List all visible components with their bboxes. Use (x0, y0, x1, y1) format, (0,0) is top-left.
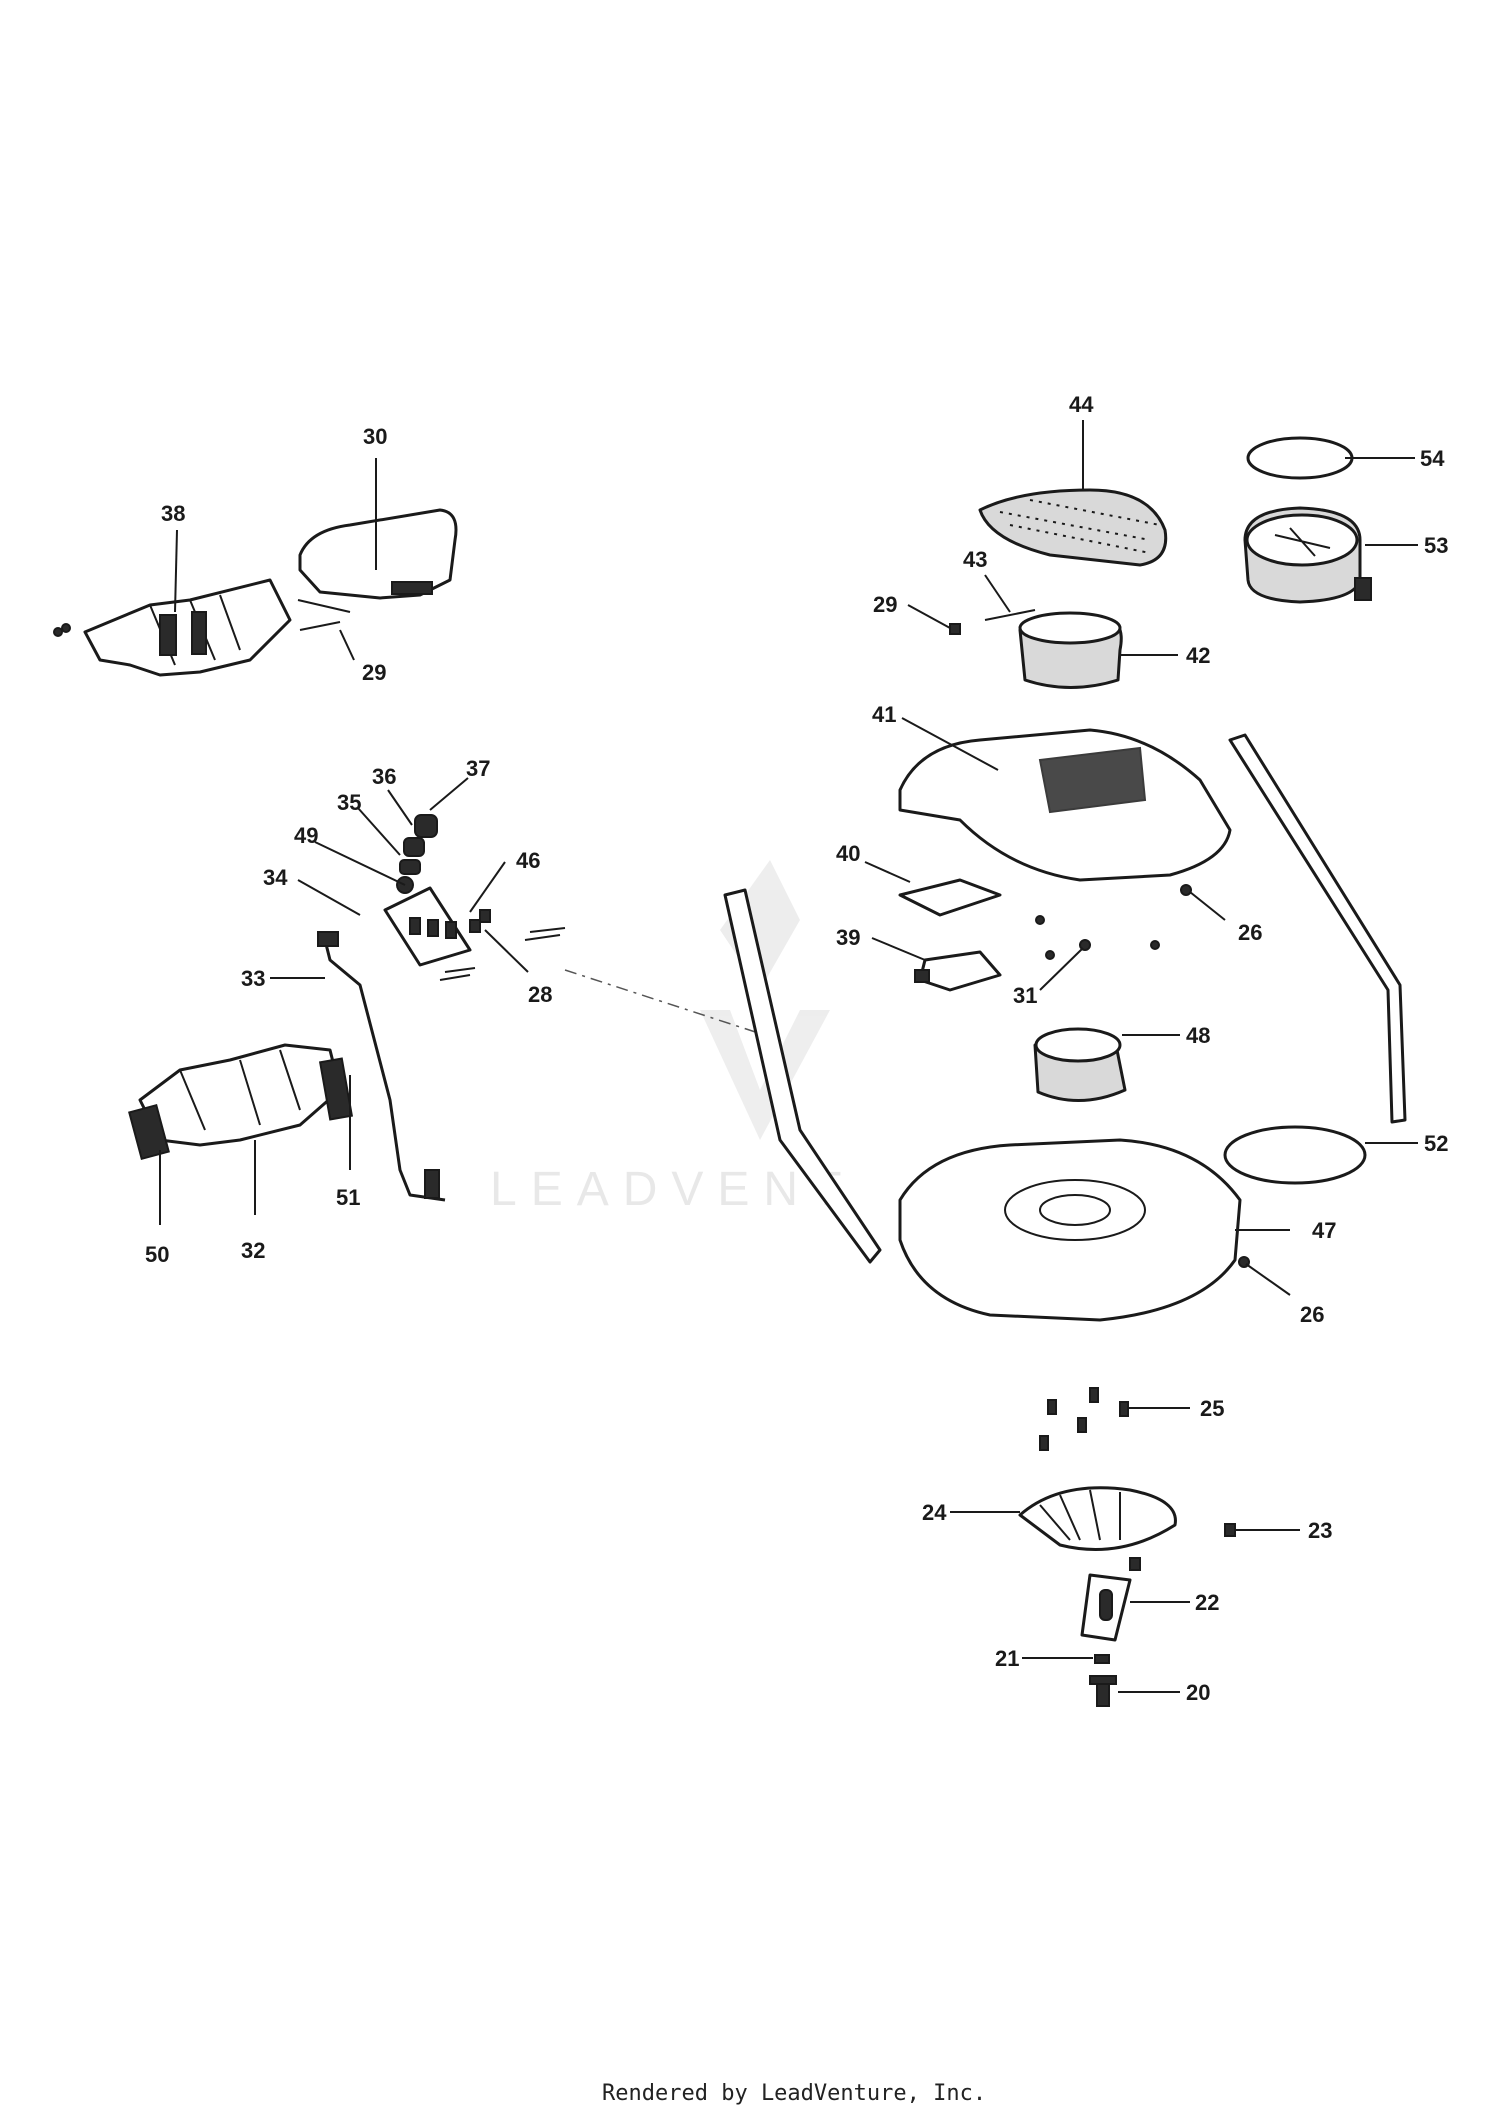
callout-40: 40 (836, 841, 860, 866)
part-30-cover (297, 508, 458, 613)
callout-28: 28 (528, 982, 552, 1007)
callout-22: 22 (1195, 1590, 1219, 1615)
part-41-top-housing (898, 728, 1232, 882)
callout-26-top: 26 (1238, 920, 1262, 945)
callout-21: 21 (995, 1646, 1019, 1671)
callout-33: 33 (241, 966, 265, 991)
part-33-cable (317, 931, 446, 1202)
part-28-switch-plate (383, 886, 566, 981)
fasteners (1035, 884, 1250, 1707)
part-54-ring (1246, 436, 1354, 480)
part-50-51-strips (128, 1057, 354, 1161)
dashed-connector (564, 969, 781, 1041)
callout-41: 41 (872, 702, 896, 727)
callout-23: 23 (1308, 1518, 1332, 1543)
callout-46: 46 (516, 848, 540, 873)
callout-39: 39 (836, 925, 860, 950)
part-43-rod (984, 609, 1036, 621)
callout-47: 47 (1312, 1218, 1336, 1243)
part-29-pin (299, 621, 341, 631)
callout-29-top: 29 (873, 592, 897, 617)
part-38-bracket (53, 578, 292, 677)
callout-43: 43 (963, 547, 987, 572)
callout-37: 37 (466, 756, 490, 781)
callout-numbers: 44 54 53 30 38 43 29 29 42 41 36 37 35 4… (145, 392, 1448, 1705)
callout-32: 32 (241, 1238, 265, 1263)
part-40-39-assembly (898, 878, 1002, 992)
callout-52: 52 (1424, 1131, 1448, 1156)
leader-lines (159, 420, 1418, 1693)
callout-24: 24 (922, 1500, 947, 1525)
callout-20: 20 (1186, 1680, 1210, 1705)
callout-50: 50 (145, 1242, 169, 1267)
callout-34: 34 (263, 865, 288, 890)
callout-49: 49 (294, 823, 318, 848)
part-47-deck (898, 1138, 1242, 1322)
watermark-text: LEADVENT (490, 1163, 855, 1216)
callout-35: 35 (337, 790, 361, 815)
callout-31: 31 (1013, 983, 1037, 1008)
callout-44: 44 (1069, 392, 1094, 417)
part-44-grille (978, 488, 1168, 567)
callout-53: 53 (1424, 533, 1448, 558)
part-42-filter (1018, 611, 1123, 689)
part-53-filter-housing (1243, 506, 1372, 604)
callout-42: 42 (1186, 643, 1210, 668)
callout-30: 30 (363, 424, 387, 449)
part-36-37-knobs (396, 814, 438, 894)
callout-26-bottom: 26 (1300, 1302, 1324, 1327)
part-24-fan (1018, 1486, 1177, 1551)
callout-29-left: 29 (362, 660, 386, 685)
callout-36: 36 (372, 764, 396, 789)
handle-tube-left (723, 888, 882, 1264)
part-22-blade (1080, 1573, 1132, 1642)
part-52-ring (1223, 1125, 1367, 1185)
callout-38: 38 (161, 501, 185, 526)
part-48-motor (1033, 1027, 1127, 1102)
footer-credit: Rendered by LeadVenture, Inc. (602, 2081, 986, 2106)
handle-tube-right (1228, 733, 1407, 1124)
part-32-housing (138, 1043, 342, 1147)
callout-48: 48 (1186, 1023, 1210, 1048)
callout-54: 54 (1420, 446, 1445, 471)
callout-25: 25 (1200, 1396, 1224, 1421)
callout-51: 51 (336, 1185, 360, 1210)
part-29-screw (949, 623, 961, 635)
